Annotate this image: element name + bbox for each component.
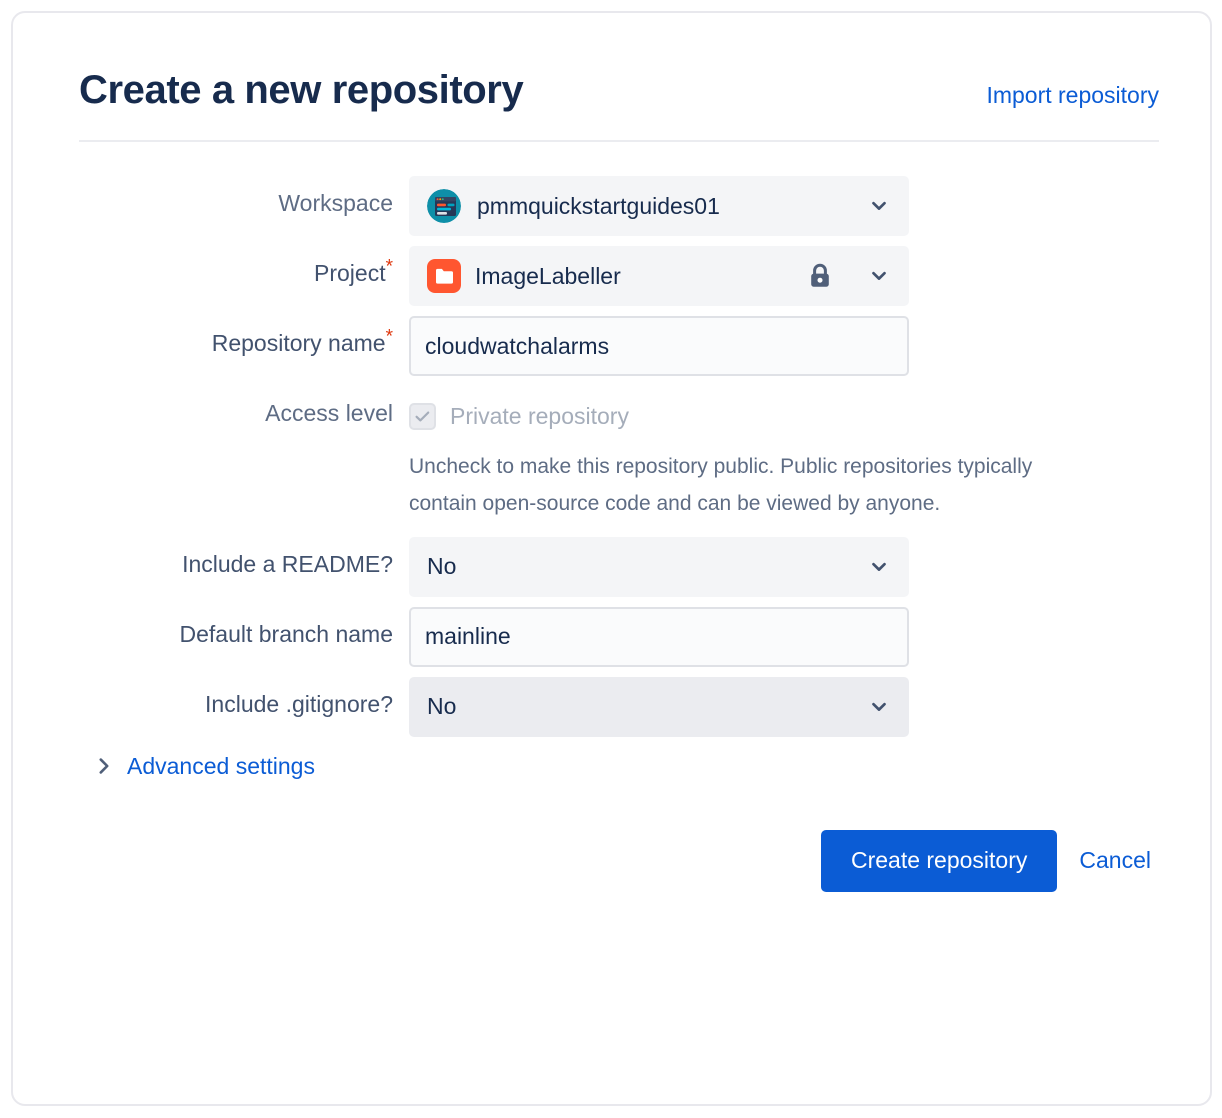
workspace-select[interactable]: pmmquickstartguides01 [409,176,909,236]
include-readme-row: Include a README? No [79,536,1159,597]
chevron-down-icon [872,201,886,210]
workspace-label: Workspace [278,190,393,216]
include-gitignore-select[interactable]: No [409,676,909,737]
repository-name-row: Repository name* [79,316,1159,376]
chevron-down-icon [872,271,886,280]
dialog-header: Create a new repository Import repositor… [79,68,1159,142]
access-level-label: Access level [265,400,393,426]
dialog-footer: Create repository Cancel [79,829,1159,892]
workspace-avatar-icon [427,189,461,223]
cancel-button[interactable]: Cancel [1071,847,1159,874]
project-required-marker: * [385,256,393,278]
include-gitignore-row: Include .gitignore? No [79,676,1159,737]
project-folder-icon [427,259,461,293]
project-selected-value: ImageLabeller [475,262,621,289]
include-readme-select[interactable]: No [409,536,909,597]
chevron-down-icon [872,562,886,571]
repository-name-required-marker: * [385,326,393,348]
workspace-selected-value: pmmquickstartguides01 [477,192,720,219]
import-repository-link[interactable]: Import repository [986,82,1159,108]
private-repository-label: Private repository [450,402,629,429]
private-repository-checkbox-row[interactable]: Private repository [409,386,1159,446]
project-row: Project* ImageLabeller [79,246,1159,306]
default-branch-name-label: Default branch name [179,620,393,647]
advanced-settings-label: Advanced settings [127,752,315,779]
private-repository-checkbox[interactable] [409,402,436,430]
chevron-down-icon [872,702,886,711]
project-lock-wrapper [807,262,833,290]
project-label-text: Project [314,260,386,286]
access-level-row: Access level Private repository Uncheck … [79,386,1159,533]
workspace-row: Workspace [79,176,1159,236]
access-level-helper-text: Uncheck to make this repository public. … [409,455,1033,516]
create-repository-button[interactable]: Create repository [820,829,1058,892]
include-readme-label: Include a README? [182,550,393,577]
advanced-settings-toggle[interactable]: Advanced settings [93,753,315,780]
create-repository-card: Create a new repository Import repositor… [11,11,1212,1106]
default-branch-name-input[interactable] [409,606,909,667]
project-select[interactable]: ImageLabeller [409,246,909,306]
default-branch-name-row: Default branch name [79,606,1159,667]
repository-name-label-text: Repository name [211,330,386,356]
project-label: Project* [79,246,409,288]
chevron-right-icon [99,758,109,774]
repository-name-label: Repository name* [79,316,409,358]
include-gitignore-selected-value: No [427,693,457,720]
include-gitignore-label: Include .gitignore? [205,690,393,717]
page-title: Create a new repository [79,68,524,112]
create-repository-form: Workspace [79,176,1159,892]
lock-icon [811,263,829,287]
checkmark-icon [415,411,430,421]
include-readme-selected-value: No [427,553,457,580]
repository-name-input[interactable] [409,316,909,376]
